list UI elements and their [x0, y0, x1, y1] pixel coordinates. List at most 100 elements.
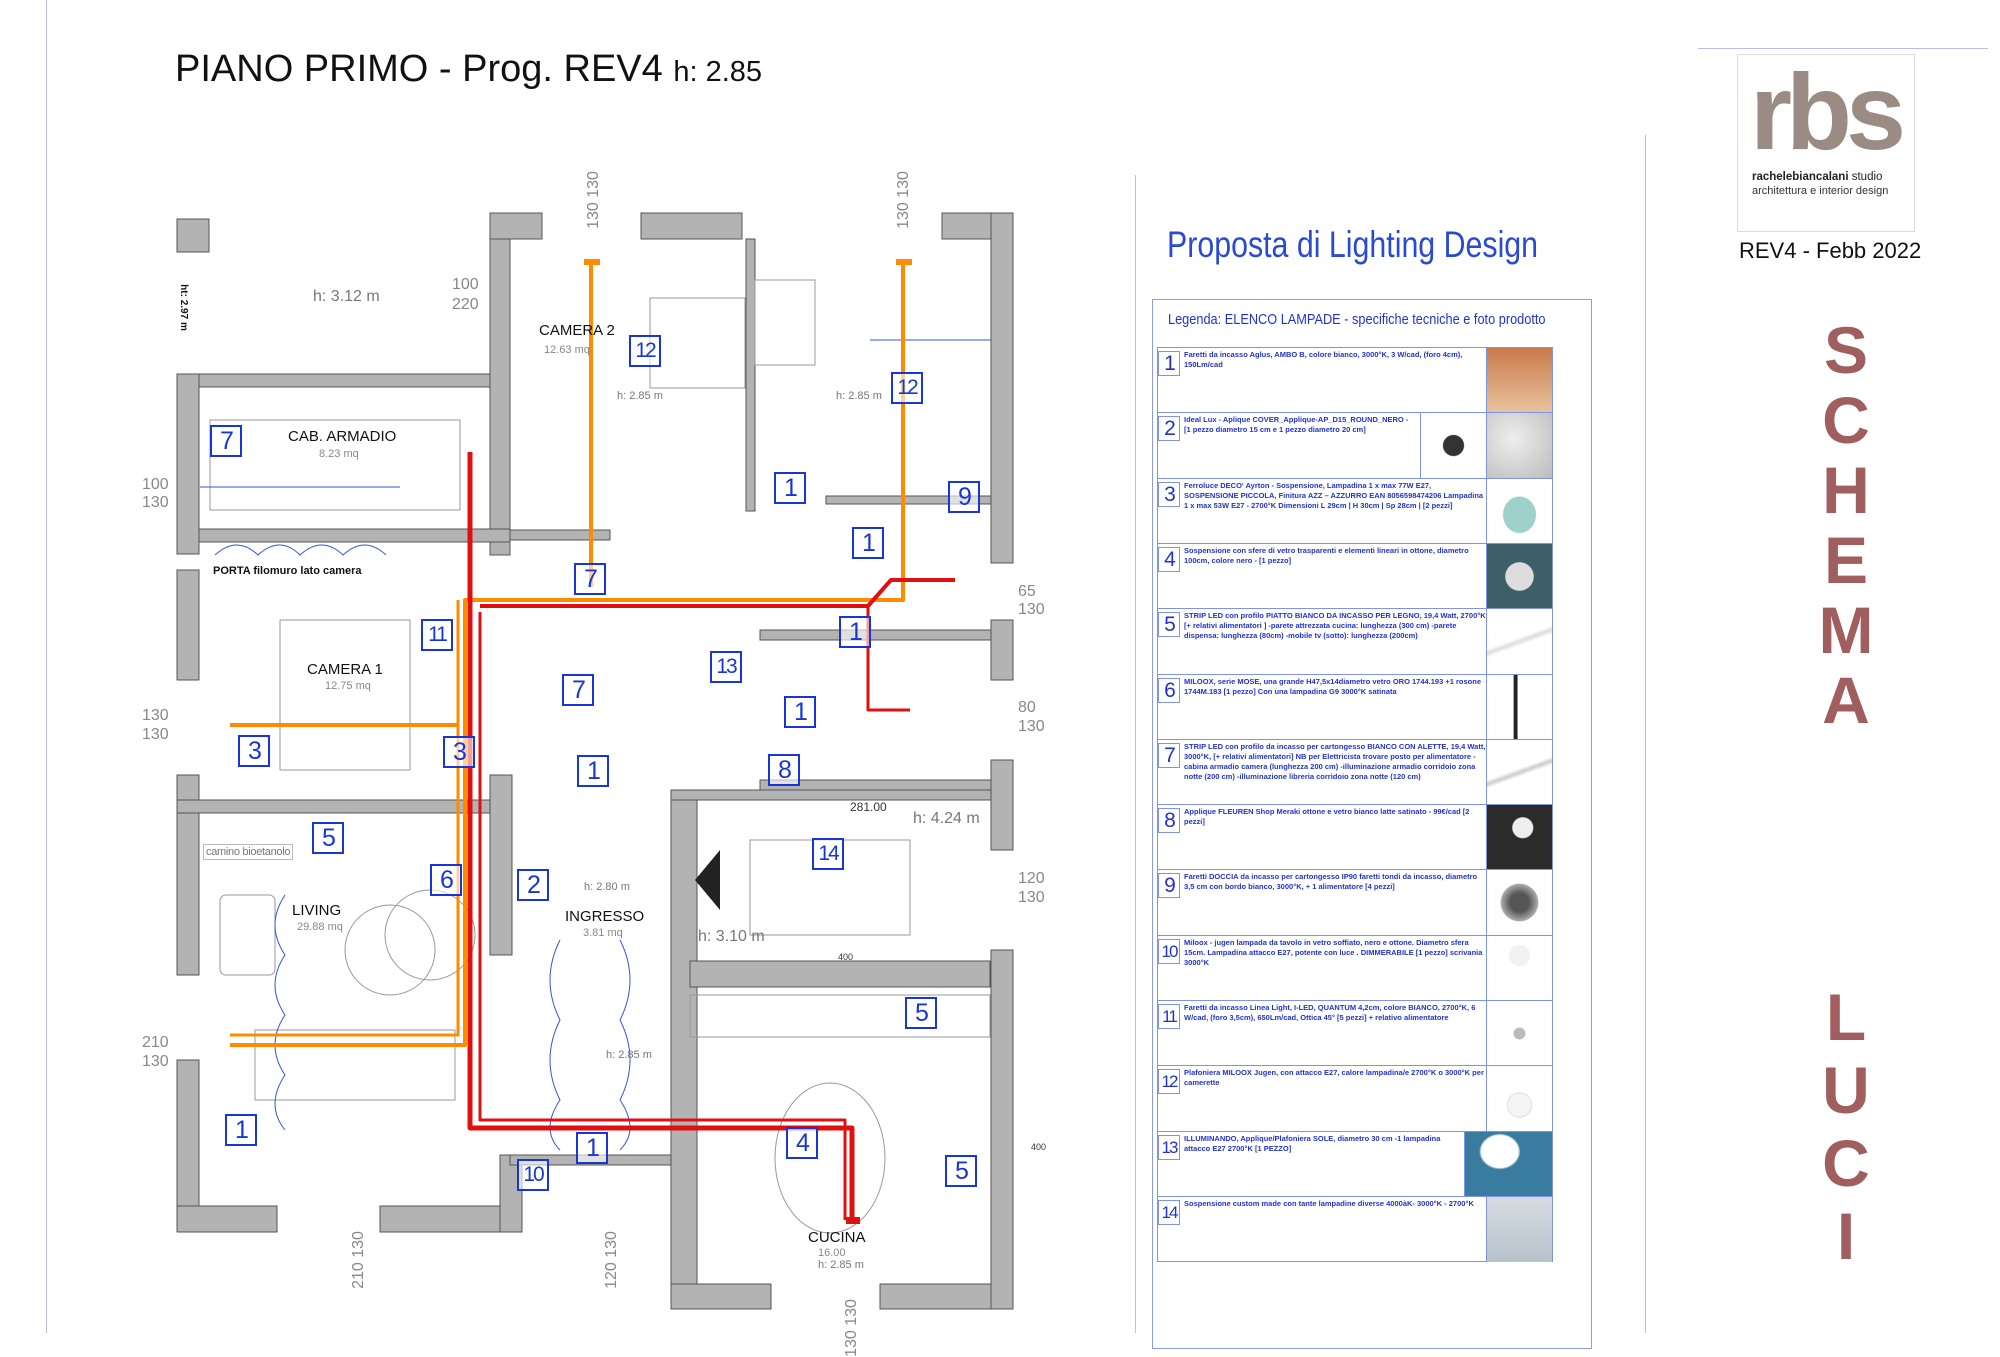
wall	[825, 495, 992, 505]
product-photo	[1420, 413, 1486, 479]
wall	[379, 1205, 501, 1233]
divider-line	[1698, 48, 1988, 49]
room-height: h: 3.10 m	[698, 928, 765, 945]
lamp-tag-5: 5	[945, 1155, 977, 1187]
lamp-tag-1: 1	[225, 1114, 257, 1146]
wardrobe	[209, 419, 461, 511]
lamp-tag-8: 8	[768, 754, 800, 786]
dimension-label: 220	[452, 296, 479, 313]
legend-text: Faretti da incasso Linea Light, I-LED, Q…	[1184, 1003, 1476, 1022]
side-title-letter: S	[1823, 313, 1869, 387]
divider-line	[1645, 135, 1646, 1333]
red-line	[866, 606, 910, 712]
dimension-label: 281.00	[850, 800, 887, 814]
dimension-lines	[200, 339, 991, 1151]
room-area: 3.81 mq	[583, 927, 623, 939]
wall	[509, 529, 611, 541]
lamp-tag-7: 7	[574, 563, 606, 595]
product-photo	[1464, 1131, 1552, 1197]
legend-row: 14 Sospensione custom made con tante lamp…	[1157, 1195, 1553, 1262]
side-title-letter: U	[1822, 1053, 1870, 1127]
wiring	[230, 259, 955, 1224]
legend-text: Ideal Lux - Aplique COVER_Applique-AP_D1…	[1184, 415, 1409, 435]
room-area: 16.00	[818, 1247, 846, 1259]
product-photo	[1486, 674, 1552, 740]
legend-number: 6	[1158, 677, 1180, 703]
wall	[670, 789, 1014, 801]
dimension-label: 400	[1031, 1142, 1047, 1152]
lamp-tag-7: 7	[210, 425, 242, 457]
orange-terminal	[584, 259, 600, 265]
legend-number: 9	[1158, 873, 1180, 899]
legend-number: 14	[1158, 1199, 1180, 1225]
wall	[990, 212, 1014, 564]
lamp-tag-1: 1	[774, 472, 806, 504]
walls	[176, 212, 1014, 1310]
product-photo	[1486, 935, 1552, 1001]
legend-number: 5	[1158, 612, 1180, 638]
dimension-label: 130	[1018, 889, 1045, 906]
orange-line	[230, 262, 905, 1047]
legend-text: Ferroluce DECO' Ayrton - Sospensione, La…	[1184, 480, 1484, 510]
wall	[670, 799, 698, 1310]
product-photo	[1486, 870, 1552, 936]
legend-text: ILLUMINANDO, Applique/Plafoniera SOLE, d…	[1184, 1133, 1441, 1153]
lamp-tag-2: 2	[517, 869, 549, 901]
wall	[176, 569, 200, 681]
dimension-label: 130 130	[894, 171, 912, 229]
dimension-label: 120 130	[602, 1231, 620, 1289]
divider-line	[1135, 175, 1136, 1333]
room-label: CAMERA 2	[539, 322, 615, 339]
room-area: 8.23 mq	[319, 448, 359, 460]
bed	[649, 297, 746, 389]
wall	[176, 373, 200, 555]
legend-number: 1	[1158, 351, 1180, 376]
lamp-tag-3: 3	[238, 735, 270, 767]
legend-number: 3	[1158, 481, 1180, 507]
sofa	[254, 1029, 456, 1101]
side-title-letter: C	[1822, 1126, 1870, 1200]
wall	[176, 774, 200, 976]
dimension-label: 65	[1018, 583, 1036, 600]
legend-text: Miloox - jugen lampada da tavolo in vetr…	[1184, 937, 1483, 967]
wall	[990, 759, 1014, 851]
logo	[1737, 54, 1915, 232]
bed	[279, 619, 411, 771]
legend-number: 10	[1158, 938, 1180, 964]
dimension-label: 130 130	[584, 171, 602, 229]
lamp-tag-13: 13	[710, 651, 742, 683]
lamp-tag-11: 11	[421, 619, 453, 651]
dimension-label: 120	[1018, 870, 1045, 887]
dimension-label: 130	[142, 726, 169, 743]
title-height: h: 2.85	[673, 56, 763, 88]
wall	[176, 218, 210, 253]
room-height: h: 4.24 m	[913, 810, 980, 827]
wall	[990, 619, 1014, 681]
legend-text: Sospensione custom made con tante lampad…	[1184, 1198, 1474, 1208]
dining-table	[774, 1082, 886, 1234]
legend-number: 13	[1158, 1134, 1180, 1160]
dimension-label: 210	[142, 1034, 169, 1051]
lamp-tag-1: 1	[839, 616, 871, 648]
wall	[745, 238, 756, 512]
legend-number: 7	[1158, 742, 1180, 768]
lamp-tag-1: 1	[784, 696, 816, 728]
door-note: PORTA filomuro lato camera	[213, 565, 362, 577]
legend-number: 12	[1158, 1069, 1180, 1095]
logo-subtitle: architettura e interior design	[1752, 185, 1889, 197]
dimension-label: 80	[1018, 699, 1036, 716]
room-height: h: 3.12 m	[313, 288, 380, 305]
red-line	[480, 578, 955, 608]
dimension-label: 130	[142, 494, 169, 511]
wall	[990, 949, 1014, 1310]
revision-label: REV4 - Febb 2022	[1739, 238, 1922, 263]
side-title-letter: E	[1823, 523, 1869, 597]
product-photo	[1486, 805, 1552, 871]
